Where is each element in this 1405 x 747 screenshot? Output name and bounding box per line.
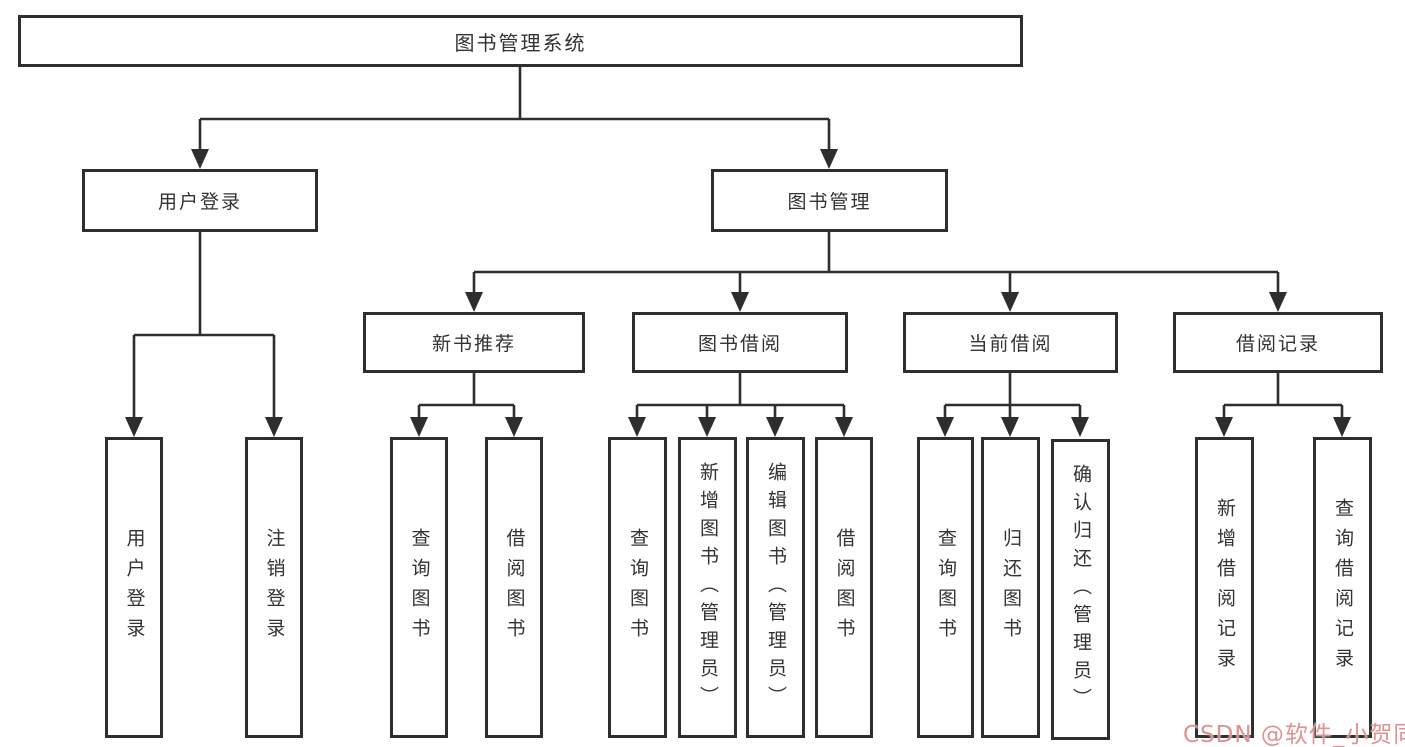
leaf-add-borrow-record: 新增借阅记录: [1195, 437, 1254, 738]
node-root-system: 图书管理系统: [18, 15, 1023, 67]
node-new-book-recommend: 新书推荐: [363, 312, 585, 373]
leaf-confirm-return-admin: 确认归还（管理员）: [1051, 439, 1110, 740]
leaf-return-books: 归还图书: [981, 437, 1040, 738]
node-book-borrow: 图书借阅: [632, 312, 848, 373]
leaf-add-books-admin: 新增图书（管理员）: [678, 437, 737, 738]
leaf-query-borrow-record: 查询借阅记录: [1313, 437, 1372, 738]
leaf-edit-books-admin: 编辑图书（管理员）: [746, 437, 805, 738]
leaf-query-books-recommend: 查询图书: [390, 437, 448, 738]
leaf-query-books-current: 查询图书: [917, 437, 974, 738]
node-borrow-records: 借阅记录: [1173, 312, 1383, 373]
node-book-management: 图书管理: [711, 169, 948, 232]
csdn-watermark: CSDN @软件_小贺同学: [1183, 722, 1405, 747]
leaf-borrow-books-recommend: 借阅图书: [485, 437, 543, 738]
node-user-login: 用户登录: [82, 169, 318, 232]
leaf-borrow-books: 借阅图书: [815, 437, 873, 738]
leaf-user-login: 用户登录: [105, 437, 163, 738]
node-current-borrow: 当前借阅: [903, 312, 1118, 373]
leaf-logout: 注销登录: [245, 437, 303, 738]
leaf-query-books-borrow: 查询图书: [608, 437, 667, 738]
